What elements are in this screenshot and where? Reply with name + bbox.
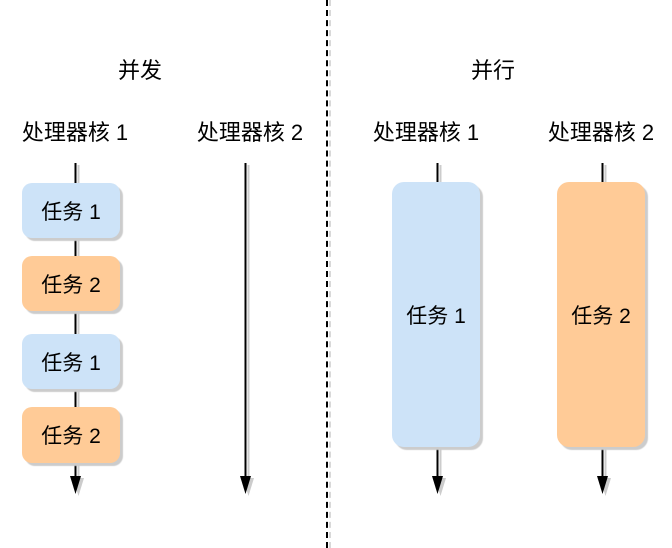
label-parallel-core2: 处理器核 2 — [547, 120, 655, 145]
parallelism-title: 并行 — [470, 58, 515, 83]
label-concurrency-core2: 处理器核 2 — [196, 120, 304, 145]
concurrency-title: 并发 — [117, 58, 162, 83]
task-box: 任务 1 — [22, 334, 120, 389]
task-box: 任务 1 — [392, 182, 480, 447]
task-box: 任务 1 — [22, 183, 120, 238]
panel-divider — [326, 0, 328, 548]
task-box: 任务 2 — [22, 407, 120, 463]
task-box: 任务 2 — [557, 182, 645, 447]
timeline-arrow-concurrency-core2 — [240, 163, 251, 494]
label-parallel-core1: 处理器核 1 — [372, 120, 480, 145]
label-concurrency-core1: 处理器核 1 — [21, 120, 129, 145]
task-box: 任务 2 — [22, 256, 120, 311]
